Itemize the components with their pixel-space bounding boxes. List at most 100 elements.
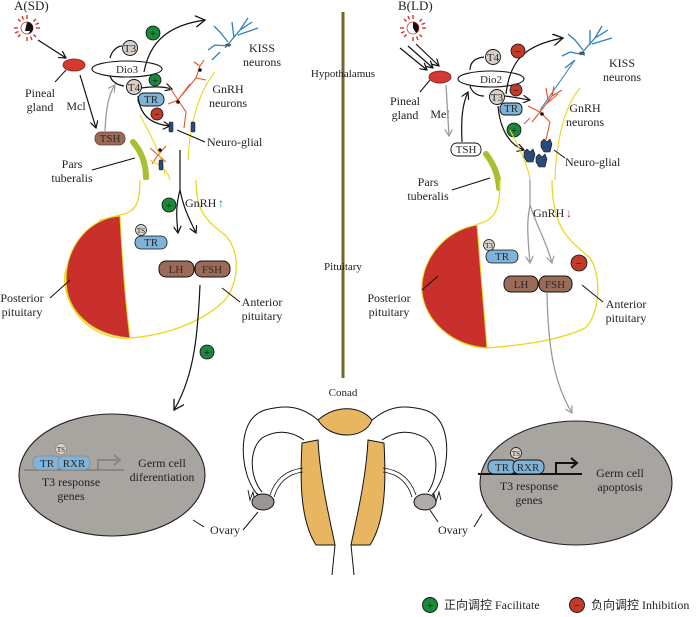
t4-circle-a [126,79,142,95]
tsh-box-a [94,131,126,146]
pineal-label-b-2: gland [392,108,419,122]
panel-b-title: B(LD) [398,0,433,13]
svg-text:−: − [576,258,582,270]
ovary-left [251,493,275,511]
t4-label-a: T4 [128,82,141,94]
ts-circle-pit-a [135,224,147,236]
kiss-label-a-2: neurons [243,55,281,69]
pars-tuberalis-a [130,139,149,181]
pars-tuberalis-b [483,151,502,191]
rxr-label-cell-a: RXR [63,458,86,470]
lh-label-a: LH [169,264,184,276]
mel-label-b: Mel [430,107,450,121]
facilitate-icon [422,597,438,613]
cell-outcome-label-a-1: Germ cell [138,456,186,470]
ts-label-cell-b: TS [512,450,520,458]
neuro-glial-label-b: Neuro-glial [565,155,621,169]
rxr-box-cell-a [57,455,91,471]
svg-text:+: + [150,28,156,40]
cell-genes-label-b-2: genes [515,493,543,507]
tr-label-cell-a: TR [40,458,55,470]
facilitate-sign: + [506,122,522,138]
t3-circle-a [122,40,138,56]
t3-label-b: T3 [491,92,504,104]
mel-label-a: Mcl [66,99,86,113]
pars-label-a-2: tuberalis [51,171,93,185]
dio3-enzyme [91,60,163,78]
posterior-label-a-2: pituitary [2,305,43,319]
legend-inhibition-label: 负向调控 Inhibition [591,597,689,612]
inhibition-sign: − [570,254,588,272]
facilitate-sign: + [161,197,177,213]
posterior-pituitary-b [421,224,488,349]
pars-label-b-2: tuberalis [407,189,449,203]
pineal-label-b-1: Pineal [390,94,421,108]
facilitate-sign: + [199,344,215,360]
gnrh-signal-label-b: GnRH [533,206,565,220]
lh-box-a [158,260,195,278]
neuro-glial-label-a: Neuro-glial [207,135,263,149]
posterior-label-a-1: Posterior [0,291,43,305]
anterior-label-a-2: pituitary [242,309,283,323]
svg-text:−: − [515,46,521,58]
tr-label-pit-b: TR [495,251,510,263]
tsh-label-b: TSH [456,144,477,156]
tr-box-pit-a [134,235,168,250]
facilitate-sign: + [145,25,161,41]
legend: + 正向调控 Facilitate − 负向调控 Inhibition [422,597,689,613]
cell-genes-label-a-2: genes [57,489,85,503]
fsh-label-b: FSH [545,279,565,291]
svg-text:−: − [154,110,160,121]
svg-text:+: + [204,347,210,359]
ovary-label-b: Ovary [438,523,468,537]
cell-outcome-label-b-1: Germ cell [596,466,644,480]
dio2-label: Dio2 [480,74,502,86]
cell-outcome-label-a-2: diferentiation [130,470,195,484]
uterus-illustration [242,406,448,576]
pineal-label-a-2: gland [27,100,54,114]
svg-text:−: − [513,86,519,97]
pineal-gland-a [62,58,86,72]
t3-label-a: T3 [124,43,137,55]
gnrh-up-arrow: ↑ [218,196,224,210]
svg-text:+: + [427,600,433,612]
t3-label-pit-b: T3 [485,242,493,250]
ts-label-cell-a: TS [57,446,65,454]
gnrh-down-arrow: ↓ [566,206,572,220]
panel-a-title: A(SD) [14,0,49,13]
gnrh-neurons-a [149,59,207,165]
tr-box-pit-b [485,249,519,264]
gnrh-neurons-label-a-2: neurons [209,96,247,110]
facilitate-sign: + [148,73,162,87]
cell-genes-label-a-1: T3 response [42,475,100,489]
inhibition-sign: − [509,83,523,97]
lh-box-b [503,275,539,293]
kiss-label-a-1: KISS [249,41,275,55]
legend-facilitate: + 正向调控 Facilitate [422,597,540,613]
cell-genes-label-b-1: T3 response [500,479,558,493]
panel-a-short-day: A(SD) Pineal gland Mcl TSH [0,0,282,537]
svg-text:+: + [511,125,517,137]
ovary-right [413,493,437,511]
ovary-label-a: Ovary [210,523,240,537]
tsh-box-b [450,142,482,157]
posterior-label-b-1: Posterior [367,291,410,305]
fsh-label-a: FSH [202,264,222,276]
inhibition-sign: − [150,107,164,121]
lh-label-b: LH [514,279,529,291]
ovary-cell-a [18,413,206,537]
tr-label-pit-a: TR [144,237,159,249]
tsh-label-a: TSH [100,133,121,145]
inhibition-sign: − [510,43,526,59]
legend-facilitate-label: 正向调控 Facilitate [444,597,540,612]
pars-label-b-1: Pars [418,175,439,189]
tr-label-cell-b: TR [495,462,510,474]
ts-label-pit-a: TS [137,227,145,235]
short-day-sun-moon-icon [14,15,40,41]
tr-box-b [499,102,523,116]
posterior-pituitary-a [65,215,131,339]
svg-text:+: + [152,76,158,87]
tr-label-b: TR [504,103,519,115]
gnrh-neurons-label-a-1: GnRH [212,82,244,96]
